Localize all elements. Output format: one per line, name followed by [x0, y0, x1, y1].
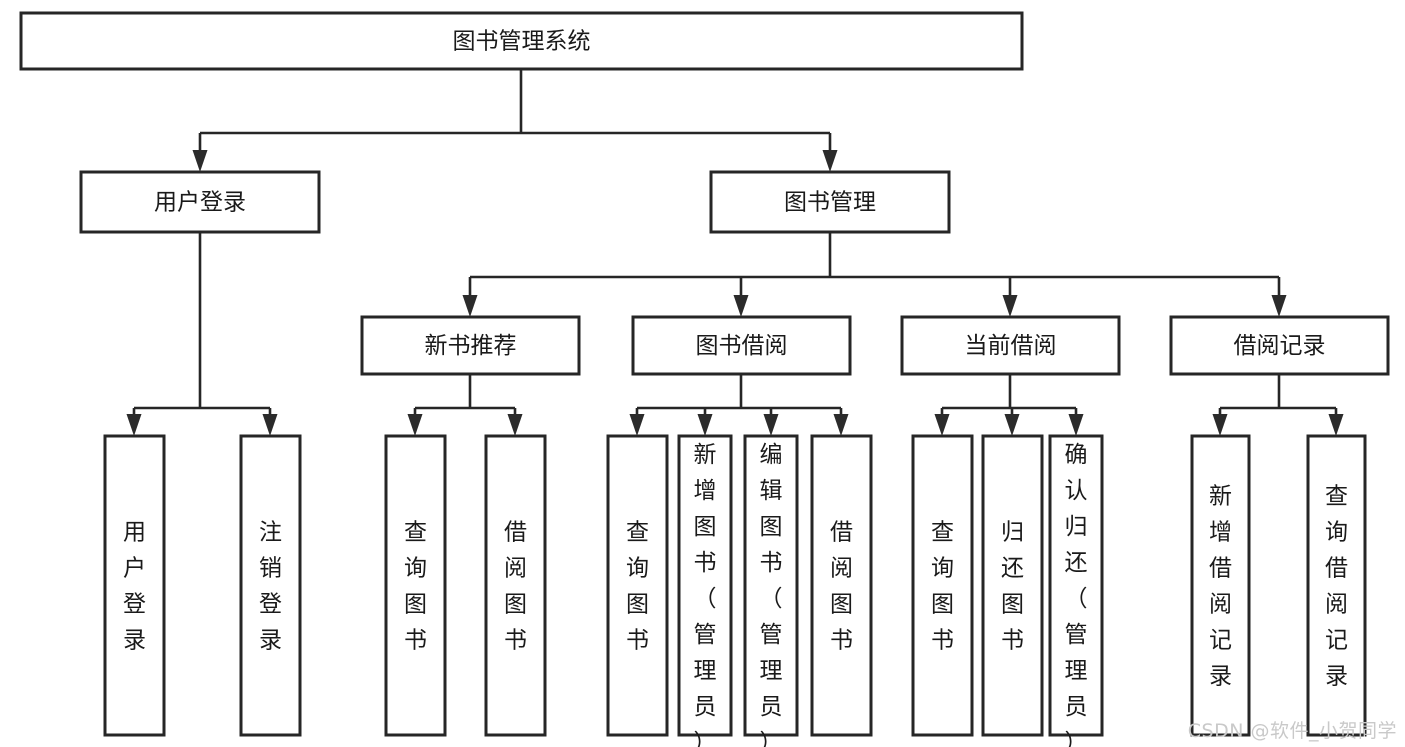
- node-leaf-add-borrow-record[interactable]: 新增借阅记录: [1190, 434, 1251, 737]
- node-label: 注销登录: [259, 520, 282, 654]
- node-box[interactable]: [79, 170, 321, 234]
- node-box[interactable]: [484, 434, 547, 737]
- node-leaf-borrow-book-new[interactable]: 借阅图书: [484, 434, 547, 737]
- node-label: 查询图书: [931, 520, 954, 654]
- node-box[interactable]: [384, 434, 447, 737]
- arrow-head-icon: [262, 414, 278, 436]
- node-label: 用户登录: [154, 190, 246, 216]
- node-leaf-logout-login[interactable]: 注销登录: [239, 434, 302, 737]
- connector-userlogin-to-leaves: [126, 232, 278, 436]
- node-label: 查询图书: [626, 520, 649, 654]
- node-book-manage[interactable]: 图书管理: [709, 170, 951, 234]
- node-label: 归还图书: [1001, 520, 1024, 654]
- node-label: 当前借阅: [965, 333, 1057, 359]
- node-label: 借阅图书: [830, 520, 853, 654]
- arrow-head-icon: [507, 414, 523, 436]
- node-box[interactable]: [1190, 434, 1251, 737]
- node-label: 新增借阅记录: [1209, 484, 1232, 690]
- node-box[interactable]: [19, 11, 1024, 71]
- arrow-head-icon: [407, 414, 423, 436]
- arrow-head-icon: [763, 414, 779, 436]
- node-leaf-query-borrow-record[interactable]: 查询借阅记录: [1306, 434, 1367, 737]
- node-leaf-add-book-admin[interactable]: 新增图书（管理员）: [677, 434, 733, 747]
- node-label: 新书推荐: [425, 333, 517, 359]
- node-user-login[interactable]: 用户登录: [79, 170, 321, 234]
- connectors-layer: [126, 69, 1344, 436]
- arrow-head-icon: [1002, 295, 1018, 317]
- node-box[interactable]: [981, 434, 1044, 737]
- node-label: 图书借阅: [696, 333, 788, 359]
- connector-bookborrow-to-leaves: [629, 374, 849, 436]
- arrow-head-icon: [697, 414, 713, 436]
- connector-root-to-level1: [192, 69, 838, 172]
- node-leaf-query-book-borrow[interactable]: 查询图书: [606, 434, 669, 737]
- connector-bookmanage-to-level2: [462, 232, 1287, 317]
- node-leaf-user-login[interactable]: 用户登录: [103, 434, 166, 737]
- node-box[interactable]: [911, 434, 974, 737]
- arrow-head-icon: [462, 295, 478, 317]
- node-label: 确认归还（管理员）: [1065, 442, 1088, 747]
- node-leaf-query-book-new[interactable]: 查询图书: [384, 434, 447, 737]
- node-box[interactable]: [810, 434, 873, 737]
- node-book-borrow[interactable]: 图书借阅: [631, 315, 852, 376]
- node-leaf-borrow-book[interactable]: 借阅图书: [810, 434, 873, 737]
- node-label: 借阅图书: [504, 520, 527, 654]
- arrow-head-icon: [733, 295, 749, 317]
- node-leaf-edit-book-admin[interactable]: 编辑图书（管理员）: [743, 434, 799, 747]
- node-box[interactable]: [239, 434, 302, 737]
- node-borrow-record[interactable]: 借阅记录: [1169, 315, 1390, 376]
- csdn-watermark: CSDN @软件_小贺同学: [1187, 720, 1397, 742]
- node-box[interactable]: [677, 434, 733, 737]
- arrow-head-icon: [1271, 295, 1287, 317]
- arrow-head-icon: [126, 414, 142, 436]
- arrow-head-icon: [1328, 414, 1344, 436]
- node-leaf-confirm-return-admin[interactable]: 确认归还（管理员）: [1048, 434, 1104, 747]
- arrow-head-icon: [934, 414, 950, 436]
- nodes-layer: 图书管理系统用户登录图书管理新书推荐图书借阅当前借阅借阅记录用户登录注销登录查询…: [19, 11, 1390, 747]
- connector-borrowrecord-to-leaves: [1212, 374, 1344, 436]
- node-box[interactable]: [743, 434, 799, 737]
- arrow-head-icon: [822, 150, 838, 172]
- node-box[interactable]: [606, 434, 669, 737]
- node-label: 查询图书: [404, 520, 427, 654]
- arrow-head-icon: [1068, 414, 1084, 436]
- node-label: 图书管理: [784, 190, 876, 216]
- node-label: 用户登录: [123, 520, 146, 654]
- node-current-borrow[interactable]: 当前借阅: [900, 315, 1121, 376]
- arrow-head-icon: [629, 414, 645, 436]
- node-label: 借阅记录: [1234, 333, 1326, 359]
- node-box[interactable]: [1169, 315, 1390, 376]
- node-box[interactable]: [631, 315, 852, 376]
- node-label: 查询借阅记录: [1325, 484, 1348, 690]
- arrow-head-icon: [833, 414, 849, 436]
- node-label: 新增图书（管理员）: [694, 442, 717, 747]
- arrow-head-icon: [1004, 414, 1020, 436]
- node-label: 编辑图书（管理员）: [760, 442, 783, 747]
- node-new-book-recommend[interactable]: 新书推荐: [360, 315, 581, 376]
- node-leaf-query-book-current[interactable]: 查询图书: [911, 434, 974, 737]
- connector-newbook-to-leaves: [407, 374, 523, 436]
- node-label: 图书管理系统: [453, 29, 591, 55]
- connector-currentborrow-to-leaves: [934, 374, 1084, 436]
- arrow-head-icon: [1212, 414, 1228, 436]
- node-leaf-return-book[interactable]: 归还图书: [981, 434, 1044, 737]
- node-box[interactable]: [709, 170, 951, 234]
- node-box[interactable]: [1048, 434, 1104, 737]
- node-box[interactable]: [900, 315, 1121, 376]
- node-box[interactable]: [1306, 434, 1367, 737]
- node-root[interactable]: 图书管理系统: [19, 11, 1024, 71]
- node-box[interactable]: [103, 434, 166, 737]
- arrow-head-icon: [192, 150, 208, 172]
- node-box[interactable]: [360, 315, 581, 376]
